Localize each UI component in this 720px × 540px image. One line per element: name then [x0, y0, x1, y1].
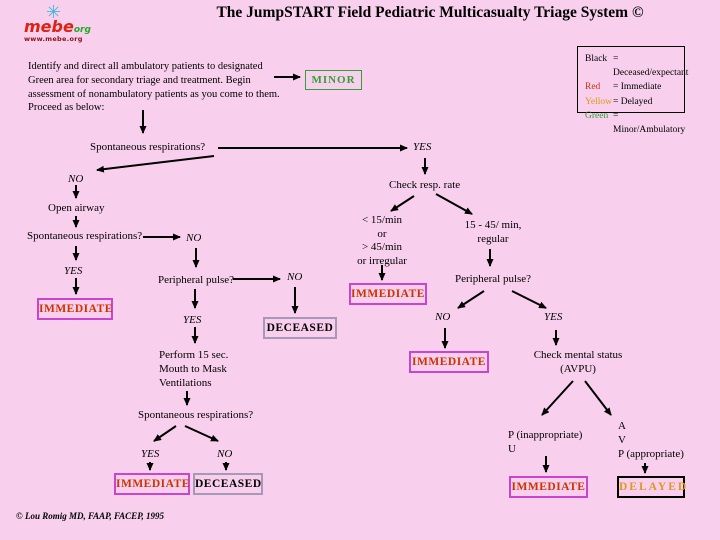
immediate-box-3: IMMEDIATE — [409, 351, 489, 373]
arrow-question3-to-yes — [153, 425, 177, 442]
logo-star-icon: ✳ — [46, 2, 62, 22]
question-spontaneous-respirations-1: Spontaneous respirations? — [90, 141, 206, 153]
legend-row-black: Black = Deceased/expectant — [585, 52, 688, 80]
legend-color-green: Green — [585, 110, 609, 121]
label-yes-3: YES — [183, 314, 202, 326]
node-rate-abnormal: < 15/min or > 45/min or irregular — [357, 214, 407, 267]
minor-box: MINOR — [305, 70, 362, 90]
label-no-5: NO — [435, 311, 451, 323]
logo: ✳ mebeorg www.mebe.org — [24, 3, 91, 43]
legend-color-black: Black — [585, 54, 608, 64]
legend-row-green: Green = Minor/Ambulatory — [585, 109, 685, 137]
logo-name-text: mebe — [24, 17, 74, 36]
delayed-box: DELAYED — [617, 476, 686, 498]
legend-color-yellow: Yellow — [585, 96, 613, 107]
label-no-4: NO — [217, 448, 233, 460]
label-no-1: NO — [68, 173, 84, 185]
question-spontaneous-respirations-2: Spontaneous respirations? — [27, 230, 143, 242]
label-yes-5: YES — [544, 311, 563, 323]
copyright: © Lou Romig MD, FAAP, FACEP, 1995 — [16, 511, 165, 521]
logo-name: mebeorg — [24, 19, 91, 35]
deceased-box-2: DECEASED — [193, 473, 263, 495]
question-peripheral-pulse-1: Peripheral pulse? — [158, 274, 235, 286]
arrow-rate-to-normal — [435, 193, 473, 215]
immediate-box-2: IMMEDIATE — [349, 283, 427, 305]
node-check-resp-rate: Check resp. rate — [389, 179, 461, 191]
legend-box: Black = Deceased/expectant Red = Immedia… — [577, 46, 688, 135]
label-yes-1: YES — [413, 141, 432, 153]
intro-text: Identify and direct all ambulatory patie… — [28, 61, 280, 114]
label-no-2: NO — [186, 232, 202, 244]
logo-site-url: www.mebe.org — [24, 35, 83, 43]
logo-tld: org — [73, 25, 91, 35]
label-no-3: NO — [287, 271, 303, 283]
arrow-mental-to-appropriate — [584, 380, 612, 416]
arrow-question1-to-no — [96, 155, 215, 173]
legend-meaning-yellow: = Delayed — [613, 96, 653, 107]
node-rate-normal: 15 - 45/ min, regular — [464, 219, 522, 245]
question-spontaneous-respirations-3: Spontaneous respirations? — [138, 409, 254, 421]
immediate-box-5: IMMEDIATE — [114, 473, 190, 495]
legend-meaning-green: = Minor/Ambulatory — [613, 110, 686, 136]
arrow-pulse2-to-yes — [511, 290, 547, 309]
node-check-mental-status: Check mental status (AVPU) — [533, 349, 623, 375]
node-open-airway: Open airway — [48, 202, 105, 214]
page-title: The JumpSTART Field Pediatric Multicasua… — [216, 4, 644, 21]
arrow-rate-to-abnormal — [390, 195, 415, 212]
deceased-box-1: DECEASED — [263, 317, 337, 339]
legend-meaning-black: = Deceased/expectant — [613, 54, 689, 79]
immediate-box-4: IMMEDIATE — [509, 476, 588, 498]
legend-meaning-red: = Immediate — [613, 82, 662, 93]
label-yes-2: YES — [64, 265, 83, 277]
legend-row-yellow: Yellow = Delayed — [585, 95, 680, 109]
legend-row-red: Red = Immediate — [585, 80, 680, 94]
label-yes-4: YES — [141, 448, 160, 460]
arrow-pulse2-to-no — [457, 290, 485, 309]
node-perform-ventilations: Perform 15 sec. Mouth to Mask Ventilatio… — [159, 349, 229, 389]
node-mental-inappropriate: P (inappropriate) U — [508, 429, 583, 455]
arrow-question3-to-no — [184, 425, 219, 442]
immediate-box-1: IMMEDIATE — [37, 298, 113, 320]
question-peripheral-pulse-2: Peripheral pulse? — [455, 273, 532, 285]
arrow-mental-to-inappropriate — [541, 380, 574, 416]
legend-color-red: Red — [585, 82, 601, 93]
node-mental-appropriate: A V P (appropriate) — [618, 420, 684, 460]
